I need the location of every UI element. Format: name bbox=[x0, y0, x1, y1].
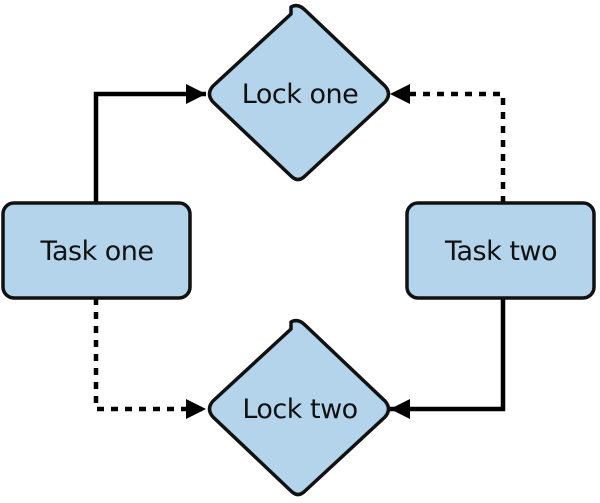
edge-task-two-to-lock-two bbox=[390, 298, 506, 419]
node-lock-one: Lock one bbox=[207, 3, 391, 182]
lock-one-label: Lock one bbox=[242, 79, 358, 110]
node-task-two: Task two bbox=[405, 201, 596, 300]
edge-task-one-to-lock-two bbox=[93, 298, 206, 419]
node-lock-two: Lock two bbox=[207, 318, 391, 497]
node-task-one: Task one bbox=[1, 201, 192, 300]
task-two-label: Task two bbox=[444, 236, 557, 267]
edge-task-two-to-lock-one bbox=[390, 84, 506, 203]
lock-two-label: Lock two bbox=[242, 394, 357, 425]
task-one-label: Task one bbox=[39, 236, 153, 267]
edge-task-one-to-lock-one bbox=[93, 84, 206, 203]
